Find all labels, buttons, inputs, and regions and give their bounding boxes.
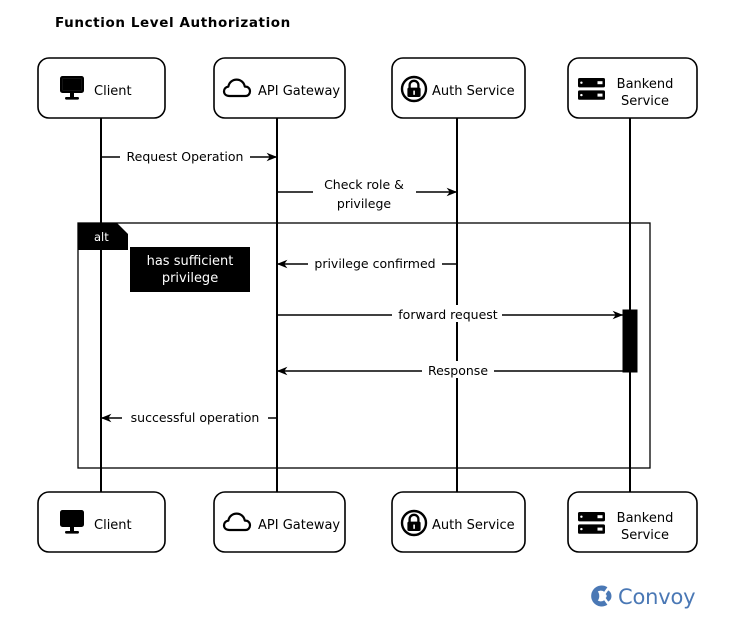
message-label-2-line1: Check role & xyxy=(324,177,404,192)
message-label-mask-5 xyxy=(422,361,494,378)
participant-label-auth: Auth Service xyxy=(432,84,515,99)
lock-icon xyxy=(400,509,428,537)
participant-label-backend-line1: Bankend xyxy=(617,511,674,526)
participant-label-auth: Auth Service xyxy=(432,518,515,533)
message-label-3: privilege confirmed xyxy=(314,256,435,271)
monitor-icon xyxy=(60,510,84,534)
participant-box-shape xyxy=(567,491,698,553)
participant-box-shape xyxy=(213,57,346,119)
message-label-mask-4 xyxy=(392,305,502,322)
participant-label-client: Client xyxy=(94,518,132,533)
participant-box-backend-bottom[interactable]: Bankend Service xyxy=(567,491,698,553)
participant-box-shape xyxy=(567,57,698,119)
participant-box-shape xyxy=(213,491,346,553)
participant-label-client: Client xyxy=(94,84,132,99)
message-privilege-confirmed: privilege confirmed xyxy=(276,254,457,271)
participant-box-shape xyxy=(37,57,166,119)
participant-box-backend-top[interactable]: Bankend Service xyxy=(567,57,698,119)
participant-label-gateway: API Gateway xyxy=(258,518,340,533)
convoy-logo-text: Convoy xyxy=(618,585,695,609)
message-response: Response xyxy=(276,361,623,378)
lifelines-group xyxy=(100,118,631,492)
alt-fragment: alt xyxy=(77,222,651,469)
message-label-4: forward request xyxy=(398,307,498,322)
alt-fragment-border xyxy=(77,222,651,469)
message-successful-operation: successful operation xyxy=(100,408,277,425)
alt-condition-background xyxy=(130,247,250,292)
alt-fragment-tab xyxy=(78,223,128,250)
message-label-5: Response xyxy=(428,363,488,378)
participant-box-gateway-top[interactable]: API Gateway xyxy=(213,57,346,119)
convoy-logo: Convoy xyxy=(591,585,696,609)
message-label-2-line2: privilege xyxy=(337,196,392,211)
alt-condition-line2: privilege xyxy=(162,271,218,286)
server-icon xyxy=(578,512,605,534)
participant-box-gateway-bottom[interactable]: API Gateway xyxy=(213,491,346,553)
lock-icon xyxy=(400,75,428,103)
participant-box-shape xyxy=(391,491,526,553)
cloud-icon xyxy=(222,512,252,532)
participant-box-client-top[interactable]: Client xyxy=(37,57,166,119)
message-label-1: Request Operation xyxy=(127,149,244,164)
page-title: Function Level Authorization xyxy=(55,15,291,31)
monitor-icon xyxy=(60,76,84,100)
alt-condition-box: has sufficient privilege xyxy=(130,247,250,292)
activation-bar-backend xyxy=(622,309,638,373)
message-label-mask-3 xyxy=(308,254,442,271)
participant-box-client-bottom[interactable]: Client xyxy=(37,491,166,553)
participant-label-backend-line2: Service xyxy=(621,94,669,109)
participant-label-backend-line1: Bankend xyxy=(617,77,674,92)
participant-box-auth-top[interactable]: Auth Service xyxy=(391,57,526,119)
message-label-mask-1 xyxy=(120,147,250,164)
participant-box-shape xyxy=(37,491,166,553)
message-label-mask-2 xyxy=(313,176,416,193)
message-forward-request: forward request xyxy=(277,305,624,322)
alt-fragment-operator-label: alt xyxy=(94,230,109,244)
alt-condition-line1: has sufficient xyxy=(147,254,234,269)
participant-box-shape xyxy=(391,57,526,119)
message-request-operation: Request Operation xyxy=(101,147,278,164)
convoy-logo-icon xyxy=(591,585,612,607)
participant-label-backend-line2: Service xyxy=(621,528,669,543)
participant-box-auth-bottom[interactable]: Auth Service xyxy=(391,491,526,553)
message-check-role-privilege: Check role & privilege xyxy=(277,176,458,211)
message-label-6: successful operation xyxy=(131,410,260,425)
participant-label-gateway: API Gateway xyxy=(258,84,340,99)
cloud-icon xyxy=(222,78,252,98)
server-icon xyxy=(578,78,605,100)
message-label-mask-6 xyxy=(122,408,268,425)
